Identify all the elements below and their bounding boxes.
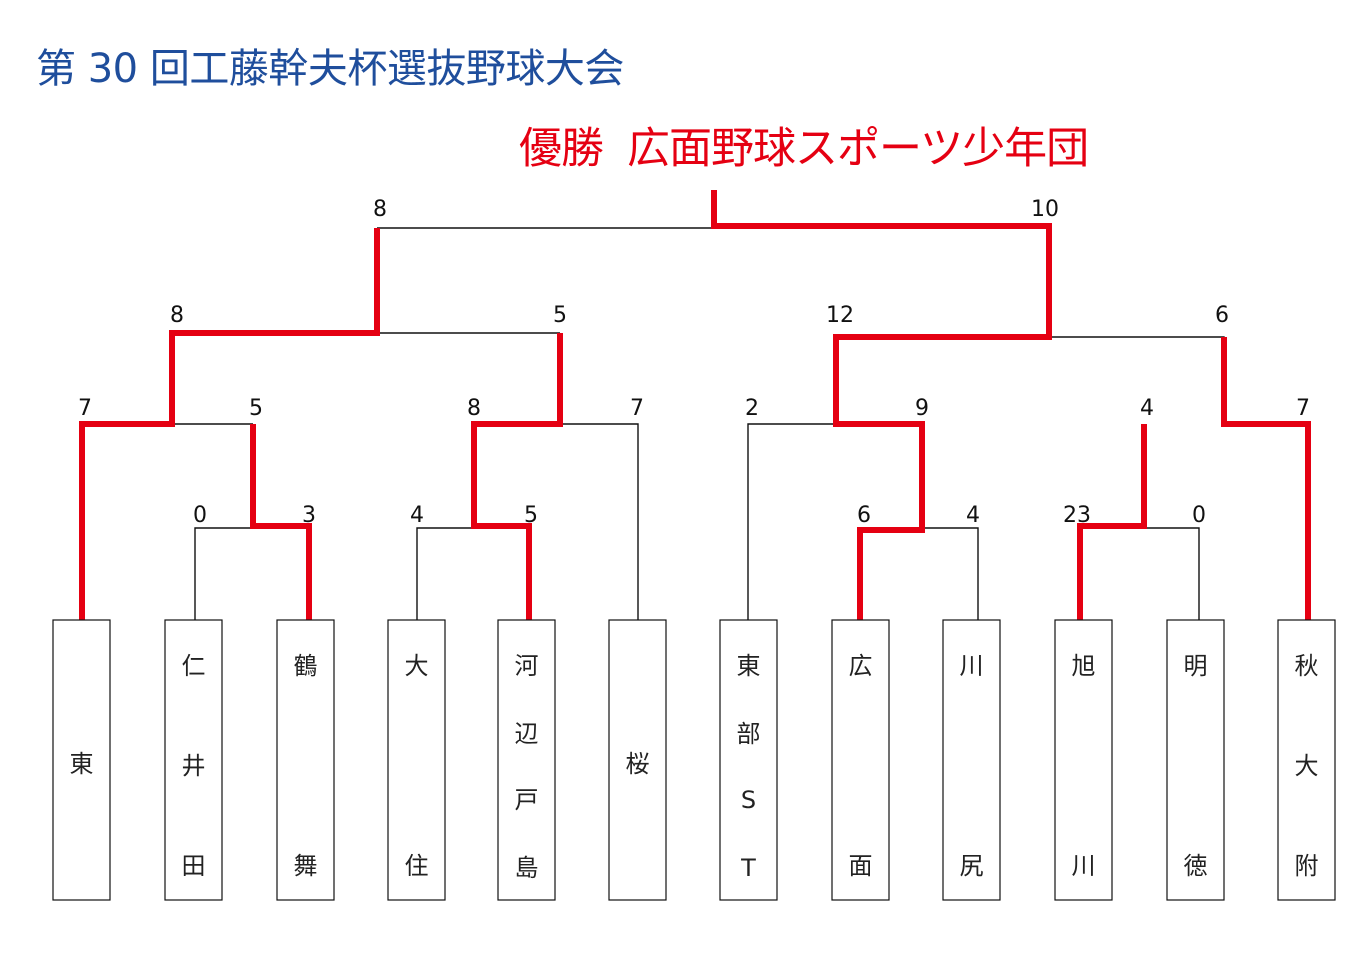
team-name-char: 住 bbox=[405, 852, 429, 880]
score-sf-g1-left: 8 bbox=[170, 303, 184, 328]
team-name-char: 附 bbox=[1295, 852, 1319, 880]
bracket-lines bbox=[172, 227, 1225, 620]
team-box-8: 広面 bbox=[831, 619, 890, 901]
score-sf-g1-right: 5 bbox=[553, 303, 567, 328]
score-r1-g4-right: 0 bbox=[1192, 503, 1206, 528]
team-name-char: 島 bbox=[515, 854, 539, 882]
score-r2-g4-right: 7 bbox=[1296, 396, 1310, 421]
champion-prefix: 優勝 bbox=[519, 124, 604, 174]
team-name-char: 徳 bbox=[1184, 852, 1208, 880]
score-r2-g2-right: 7 bbox=[630, 396, 644, 421]
team-name-char: 広 bbox=[849, 652, 873, 680]
team-box-10: 旭川 bbox=[1054, 619, 1113, 901]
score-sf-g2-right: 6 bbox=[1215, 303, 1229, 328]
team-name-char: 井 bbox=[182, 752, 206, 780]
team-box-11: 明徳 bbox=[1166, 619, 1225, 901]
score-r2-g3-left: 2 bbox=[745, 396, 759, 421]
team-name-char: 部 bbox=[737, 720, 761, 748]
team-box-9: 川尻 bbox=[942, 619, 1001, 901]
score-r2-g1-left: 7 bbox=[78, 396, 92, 421]
score-r1-g2-left: 4 bbox=[410, 503, 424, 528]
team-box-12: 秋大附 bbox=[1277, 619, 1336, 901]
team-name-char: 河 bbox=[515, 652, 539, 680]
score-r1-g4-left: 23 bbox=[1063, 503, 1091, 528]
team-name-char: 川 bbox=[960, 652, 984, 680]
winner-paths bbox=[79, 190, 1311, 620]
team-name-char: 秋 bbox=[1295, 652, 1319, 680]
team-name-char: 東 bbox=[70, 750, 94, 778]
score-final-left: 8 bbox=[373, 197, 387, 222]
score-r1-g3-left: 6 bbox=[857, 503, 871, 528]
tournament-title: 第 30 回工藤幹夫杯選抜野球大会 bbox=[36, 46, 624, 92]
champion-team: 広面野球スポーツ少年団 bbox=[627, 124, 1089, 174]
score-r1-g3-right: 4 bbox=[966, 503, 980, 528]
team-name-char: 明 bbox=[1184, 652, 1208, 680]
team-name-char: 鶴 bbox=[294, 652, 318, 680]
score-r2-g2-left: 8 bbox=[467, 396, 481, 421]
score-r2-g4-left: 4 bbox=[1140, 396, 1154, 421]
team-name-char: 戸 bbox=[515, 786, 539, 814]
team-box-2: 仁井田 bbox=[164, 619, 223, 901]
team-name-char: 東 bbox=[737, 652, 761, 680]
team-name-char: 仁 bbox=[182, 652, 206, 680]
score-r2-g3-right: 9 bbox=[915, 396, 929, 421]
team-name-char: 尻 bbox=[960, 852, 984, 880]
team-box-6: 桜 bbox=[608, 619, 667, 901]
score-r2-g1-right: 5 bbox=[249, 396, 263, 421]
team-name-char: T bbox=[740, 854, 756, 882]
team-box-1: 東 bbox=[52, 619, 111, 901]
team-box-3: 鶴舞 bbox=[276, 619, 335, 901]
score-r1-g1-right: 3 bbox=[302, 503, 316, 528]
team-name-char: 旭 bbox=[1072, 652, 1096, 680]
team-name-char: 大 bbox=[405, 652, 429, 680]
team-name-char: 桜 bbox=[626, 750, 650, 778]
team-name-char: 大 bbox=[1295, 752, 1319, 780]
team-name-char: 辺 bbox=[515, 720, 539, 748]
score-sf-g2-left: 12 bbox=[826, 303, 854, 328]
champion-banner: 優勝広面野球スポーツ少年団 bbox=[519, 114, 1089, 176]
team-name-char: S bbox=[741, 786, 756, 814]
score-r1-g2-right: 5 bbox=[524, 503, 538, 528]
team-box-4: 大住 bbox=[387, 619, 446, 901]
team-box-7: 東部 S T bbox=[719, 619, 778, 901]
team-name-char: 川 bbox=[1072, 852, 1096, 880]
team-name-char: 舞 bbox=[294, 852, 318, 880]
score-r1-g1-left: 0 bbox=[193, 503, 207, 528]
score-final-right: 10 bbox=[1031, 197, 1059, 222]
scores: 0 3 4 5 6 4 23 0 7 5 8 7 2 9 4 7 8 5 12 6 8 10 bbox=[78, 197, 1310, 528]
team-name-char: 面 bbox=[849, 852, 873, 880]
team-name-char: 田 bbox=[182, 852, 206, 880]
